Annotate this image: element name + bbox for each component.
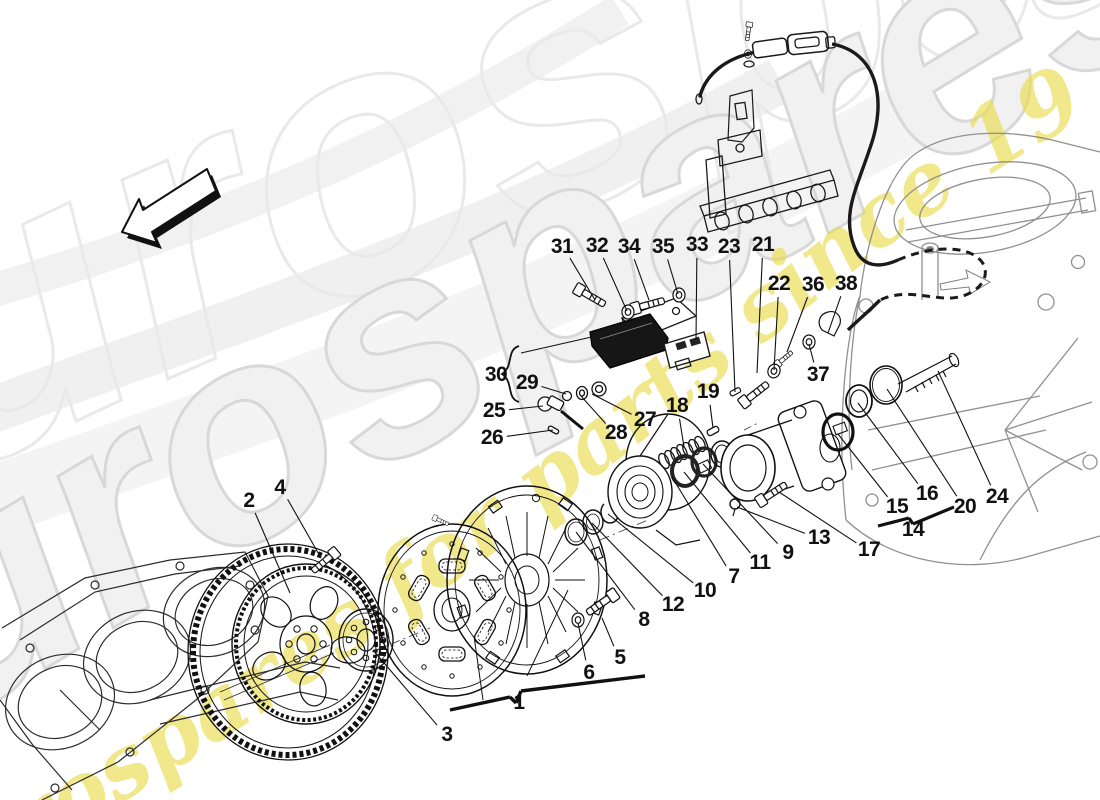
part-callout-16: 16 [915, 482, 939, 505]
output-seals-shaft [821, 352, 960, 452]
part-callout-13: 13 [807, 526, 831, 549]
part-callout-20: 20 [953, 495, 977, 518]
part-callout-2: 2 [243, 489, 255, 512]
part-callout-19: 19 [696, 380, 720, 403]
leader-line-22 [773, 296, 779, 371]
leader-line-37 [808, 343, 815, 363]
leader-line-4 [287, 498, 322, 559]
leader-line-36 [786, 296, 809, 353]
pressure-plate [431, 485, 608, 675]
part-callout-25: 25 [482, 399, 506, 422]
part-callout-11: 11 [749, 551, 771, 574]
part-callout-31: 31 [550, 235, 574, 258]
part-callout-27: 27 [633, 408, 657, 431]
part-callout-37: 37 [806, 363, 830, 386]
leader-line-18 [678, 418, 685, 448]
fasteners [308, 281, 841, 628]
part-callout-38: 38 [834, 272, 858, 295]
leader-line-3 [372, 649, 438, 726]
part-callout-14: 14 [901, 518, 925, 541]
part-callout-8: 8 [638, 608, 650, 631]
leader-line-5 [601, 617, 615, 647]
part-callout-10: 10 [693, 579, 717, 602]
part-callout-15: 15 [885, 495, 909, 518]
part-callout-12: 12 [661, 593, 685, 616]
leader-line-38 [827, 296, 842, 334]
leader-line-2 [254, 512, 291, 594]
spring [658, 425, 720, 470]
leader-line-12 [591, 522, 663, 597]
leader-line-26 [506, 429, 554, 437]
leader-line-15 [837, 433, 889, 498]
part-callout-6: 6 [583, 661, 595, 684]
leader-line-24 [937, 370, 992, 486]
part-callout-5: 5 [614, 646, 626, 669]
leader-line-28 [580, 395, 607, 424]
leader-line-16 [857, 402, 919, 484]
leader-line-9 [702, 463, 779, 544]
part-callout-3: 3 [441, 723, 453, 746]
leader-line-35 [667, 259, 679, 295]
leader-line-23 [729, 259, 736, 393]
part-callout-34: 34 [617, 235, 641, 258]
part-callout-23: 23 [717, 235, 741, 258]
support-bar [699, 169, 839, 233]
leader-line-7 [671, 476, 727, 567]
leader-line-13 [736, 506, 806, 534]
leader-line-34 [633, 258, 650, 301]
gearbox-housing [841, 132, 1100, 566]
part-callout-36: 36 [801, 273, 825, 296]
part-callout-4: 4 [274, 476, 286, 499]
part-callout-32: 32 [585, 234, 609, 257]
leader-line-33 [695, 257, 698, 341]
leader-line-31 [569, 257, 596, 301]
part-callout-9: 9 [782, 541, 794, 564]
leader-line-10 [607, 513, 694, 584]
part-callout-30: 30 [484, 363, 508, 386]
part-callout-1: 1 [513, 691, 525, 714]
direction-arrow-icon [121, 168, 221, 249]
part-callout-24: 24 [985, 485, 1009, 508]
leader-line-6 [577, 622, 587, 661]
switch-assembly [589, 297, 711, 371]
part-callout-33: 33 [685, 233, 709, 256]
release-bearing [607, 413, 713, 546]
part-callout-21: 21 [751, 233, 775, 256]
part-callout-17: 17 [857, 538, 881, 561]
part-callout-28: 28 [604, 421, 628, 444]
part-callout-22: 22 [767, 272, 791, 295]
leader-line-11 [683, 471, 751, 554]
leader-line-32 [602, 257, 628, 312]
leader-line-29 [541, 386, 567, 395]
clutch-disc [377, 523, 527, 697]
group-brackets [449, 335, 955, 712]
part-callout-18: 18 [665, 394, 689, 417]
part-callout-26: 26 [480, 426, 504, 449]
leader-line-21 [756, 257, 763, 374]
leader-line-25 [508, 405, 544, 411]
leader-line-27 [591, 393, 632, 415]
axis-lines [371, 421, 761, 653]
leader-line-8 [575, 531, 636, 611]
shim-rings [564, 500, 620, 546]
sensor-cable-assembly [695, 21, 987, 332]
leader-line-19 [709, 404, 714, 429]
leader-line-17 [778, 491, 857, 544]
bleed-fittings [537, 381, 607, 435]
leader-line-20 [886, 388, 958, 497]
part-callout-7: 7 [728, 565, 740, 588]
part-callout-29: 29 [515, 371, 539, 394]
flywheel [187, 543, 389, 761]
engine-block [0, 551, 341, 800]
part-callout-35: 35 [651, 235, 675, 258]
